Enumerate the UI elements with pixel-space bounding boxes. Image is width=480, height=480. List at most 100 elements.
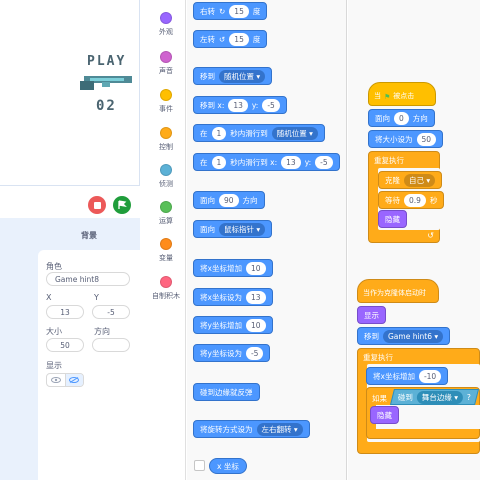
x-reporter-checkbox[interactable]: [194, 460, 205, 471]
turn-right-block[interactable]: 右转 ↻ 15 度: [193, 2, 268, 20]
category-events[interactable]: 事件: [146, 89, 186, 114]
direction-field[interactable]: [92, 338, 130, 352]
glide-random-block[interactable]: 在 1 秒内滑行到 随机位置 ▾: [193, 124, 325, 142]
block-text: 隐藏: [377, 410, 392, 420]
point-direction-block[interactable]: 面向 90 方向: [193, 191, 265, 209]
block-dropdown[interactable]: 左右翻转 ▾: [256, 422, 303, 436]
sprite-name-field[interactable]: Game hint8: [46, 272, 130, 286]
block-input[interactable]: 15: [229, 32, 249, 46]
direction-label: 方向: [94, 327, 110, 336]
block-text: 重复执行: [363, 353, 393, 362]
block-text: 面向: [200, 224, 215, 234]
hide-eye-icon[interactable]: [64, 374, 83, 386]
y-field[interactable]: -5: [92, 305, 130, 319]
visibility-toggle[interactable]: [46, 373, 84, 387]
block-input[interactable]: 0.9: [404, 193, 426, 207]
wait-block[interactable]: 等待 0.9 秒: [378, 191, 445, 209]
block-dropdown[interactable]: 自己 ▾: [404, 173, 436, 187]
block-text: y:: [304, 157, 312, 167]
x-position-reporter[interactable]: x 坐标: [209, 458, 247, 474]
show-eye-icon[interactable]: [47, 374, 65, 386]
green-flag-button[interactable]: [113, 196, 131, 214]
category-sensing[interactable]: 侦测: [146, 164, 186, 189]
block-input[interactable]: 90: [219, 193, 239, 207]
turn-left-block[interactable]: 左转 ↺ 15 度: [193, 30, 268, 48]
category-sound[interactable]: 声音: [146, 51, 186, 76]
block-input[interactable]: -5: [315, 155, 333, 169]
backdrop-tab[interactable]: 背景: [40, 222, 138, 248]
glide-xy-block[interactable]: 在 1 秒内滑行到 x: 13 y: -5: [193, 153, 340, 171]
x-field[interactable]: 13: [46, 305, 84, 319]
rotate-right-icon: ↻: [219, 6, 226, 16]
change-x-block[interactable]: 将x坐标增加 -10: [366, 367, 449, 385]
x-label: X: [46, 293, 52, 302]
block-dropdown[interactable]: 鼠标指针 ▾: [219, 222, 266, 236]
block-input[interactable]: 13: [228, 98, 248, 112]
category-my-blocks[interactable]: 自制积木: [146, 276, 186, 301]
category-label: 自制积木: [152, 292, 180, 300]
sprite-label: 角色: [46, 262, 62, 271]
operators-dot-icon: [160, 201, 172, 213]
show-block[interactable]: 显示: [357, 306, 386, 324]
block-input[interactable]: -10: [418, 369, 442, 383]
set-y-block[interactable]: 将y坐标设为 -5: [193, 344, 271, 362]
block-input[interactable]: 15: [229, 4, 249, 18]
block-dropdown[interactable]: 随机位置 ▾: [271, 126, 318, 140]
category-looks[interactable]: 外观: [146, 12, 186, 37]
rotate-left-icon: ↺: [219, 34, 226, 44]
change-y-block[interactable]: 将y坐标增加 10: [193, 316, 273, 334]
goto-sprite-block[interactable]: 移到 Game hint6 ▾: [357, 327, 451, 345]
block-text: 在: [200, 128, 208, 138]
block-input[interactable]: 10: [245, 261, 266, 275]
green-flag-icon: [118, 200, 127, 209]
sound-dot-icon: [160, 51, 172, 63]
block-input[interactable]: 1: [211, 126, 227, 140]
block-input[interactable]: 50: [416, 132, 437, 146]
when-flag-clicked-hat[interactable]: 当 ⚑ 被点击: [368, 82, 436, 106]
category-label: 声音: [159, 67, 173, 75]
show-label: 显示: [46, 361, 62, 370]
block-input[interactable]: -5: [245, 346, 264, 360]
block-input[interactable]: 13: [281, 155, 301, 169]
block-text: 将x坐标增加: [373, 371, 415, 381]
block-text: 秒内滑行到: [230, 128, 268, 138]
create-clone-block[interactable]: 克隆 自己 ▾: [378, 171, 443, 189]
block-text: 被点击: [393, 92, 415, 100]
block-text: 度: [252, 34, 261, 44]
stop-button[interactable]: [88, 196, 106, 214]
goto-xy-block[interactable]: 移到 x: 13 y: -5: [193, 96, 287, 114]
block-input[interactable]: 10: [245, 318, 266, 332]
block-dropdown[interactable]: 舞台边缘 ▾: [417, 390, 464, 404]
when-clone-starts-hat[interactable]: 当作为克隆体启动时: [357, 279, 439, 303]
set-size-block[interactable]: 将大小设为 50: [368, 130, 444, 148]
block-text: 当作为克隆体启动时: [363, 289, 426, 297]
bounce-block[interactable]: 碰到边缘就反弹: [193, 383, 260, 401]
touching-edge-condition[interactable]: 碰到 舞台边缘 ▾ ?: [390, 389, 480, 405]
category-control[interactable]: 控制: [146, 127, 186, 152]
block-dropdown[interactable]: 随机位置 ▾: [219, 69, 266, 83]
hide-block[interactable]: 隐藏: [378, 210, 407, 228]
size-field[interactable]: 50: [46, 338, 84, 352]
block-input[interactable]: 0: [394, 111, 409, 125]
block-text: y:: [251, 100, 259, 110]
block-text: 在: [200, 157, 208, 167]
block-input[interactable]: -5: [262, 98, 280, 112]
point-direction-block[interactable]: 面向 0 方向: [368, 109, 435, 127]
hide-block[interactable]: 隐藏: [370, 406, 399, 424]
goto-block[interactable]: 移到 随机位置 ▾: [193, 67, 273, 85]
block-text: 度: [252, 6, 261, 16]
change-x-block[interactable]: 将x坐标增加 10: [193, 259, 273, 277]
gun-sprite: [80, 76, 132, 90]
rotation-style-block[interactable]: 将旋转方式设为 左右翻转 ▾: [193, 420, 310, 438]
block-text: 秒: [429, 195, 438, 205]
category-operators[interactable]: 运算: [146, 201, 186, 226]
block-input[interactable]: 13: [245, 290, 266, 304]
looks-dot-icon: [160, 12, 172, 24]
set-x-block[interactable]: 将x坐标设为 13: [193, 288, 273, 306]
stage[interactable]: PLAY 02: [0, 0, 140, 186]
point-towards-block[interactable]: 面向 鼠标指针 ▾: [193, 220, 273, 238]
category-label: 事件: [159, 105, 173, 113]
block-dropdown[interactable]: Game hint6 ▾: [383, 329, 444, 343]
category-variables[interactable]: 变量: [146, 238, 186, 263]
block-input[interactable]: 1: [211, 155, 227, 169]
